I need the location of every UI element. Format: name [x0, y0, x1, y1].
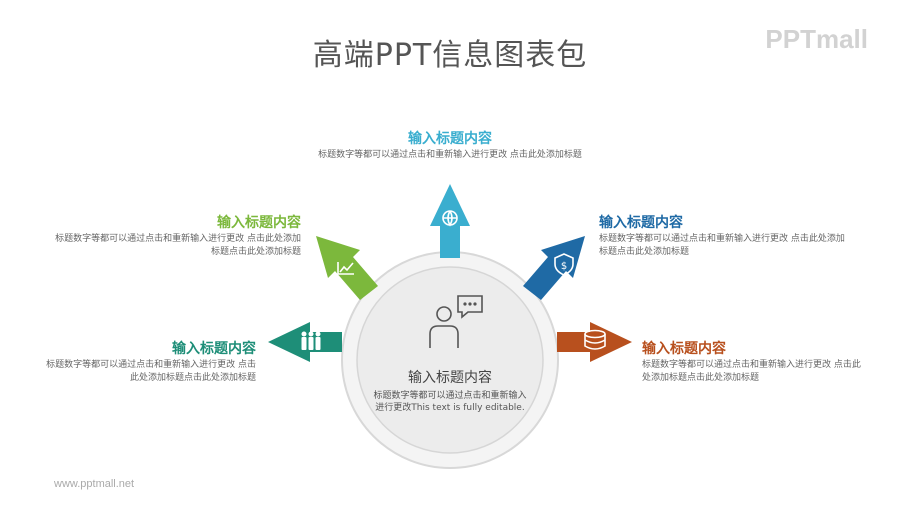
- globe-bulb-icon: [442, 210, 458, 227]
- heading-upper-left: 输入标题内容: [217, 215, 301, 231]
- footer-url: www.pptmall.net: [54, 478, 135, 490]
- svg-text:$: $: [561, 261, 567, 272]
- block-left: 输入标题内容 标题数字等都可以通过点击和重新输入进行更改 点击此处添加标题点击此…: [44, 340, 256, 385]
- chart-trend-icon: [337, 262, 354, 275]
- block-right: 输入标题内容 标题数字等都可以通过点击和重新输入进行更改 点击此处添加标题点击此…: [642, 340, 864, 385]
- people-icon: [301, 331, 321, 350]
- center-heading: 输入标题内容: [408, 370, 492, 386]
- person-chat-icon: [429, 295, 483, 348]
- body-right: 标题数字等都可以通过点击和重新输入进行更改 点击此处添加标题点击此处添加标题: [642, 360, 861, 383]
- arrow-upper-right: [523, 236, 585, 300]
- dollar-shield-icon: $: [554, 253, 574, 276]
- arrow-upper-left: [316, 236, 378, 300]
- arrow-top: [430, 184, 470, 258]
- body-top: 标题数字等都可以通过点击和重新输入进行更改 点击此处添加标题: [318, 150, 582, 160]
- body-upper-left: 标题数字等都可以通过点击和重新输入进行更改 点击此处添加标题点击此处添加标题: [55, 234, 301, 257]
- arrow-right: [557, 322, 632, 362]
- heading-top: 输入标题内容: [408, 131, 492, 147]
- coins-icon: [584, 329, 606, 350]
- page-title: 高端PPT信息图表包: [312, 38, 588, 73]
- block-upper-right: 输入标题内容 标题数字等都可以通过点击和重新输入进行更改 点击此处添加标题点击此…: [599, 214, 849, 259]
- block-upper-left: 输入标题内容 标题数字等都可以通过点击和重新输入进行更改 点击此处添加标题点击此…: [55, 214, 301, 259]
- inner-circle: [356, 266, 544, 454]
- heading-upper-right: 输入标题内容: [599, 215, 683, 231]
- body-left: 标题数字等都可以通过点击和重新输入进行更改 点击此处添加标题点击此处添加标题: [46, 360, 256, 383]
- block-top: 输入标题内容 标题数字等都可以通过点击和重新输入进行更改 点击此处添加标题: [305, 130, 595, 162]
- body-upper-right: 标题数字等都可以通过点击和重新输入进行更改 点击此处添加标题点击此处添加标题: [599, 234, 845, 257]
- center-body: 标题数字等都可以通过点击和重新输入进行更改This text is fully …: [373, 391, 527, 413]
- brand-logo: PPTmall: [765, 24, 868, 54]
- center-text-block: 输入标题内容 标题数字等都可以通过点击和重新输入进行更改This text is…: [370, 368, 530, 414]
- heading-left: 输入标题内容: [172, 341, 256, 357]
- heading-right: 输入标题内容: [642, 341, 726, 357]
